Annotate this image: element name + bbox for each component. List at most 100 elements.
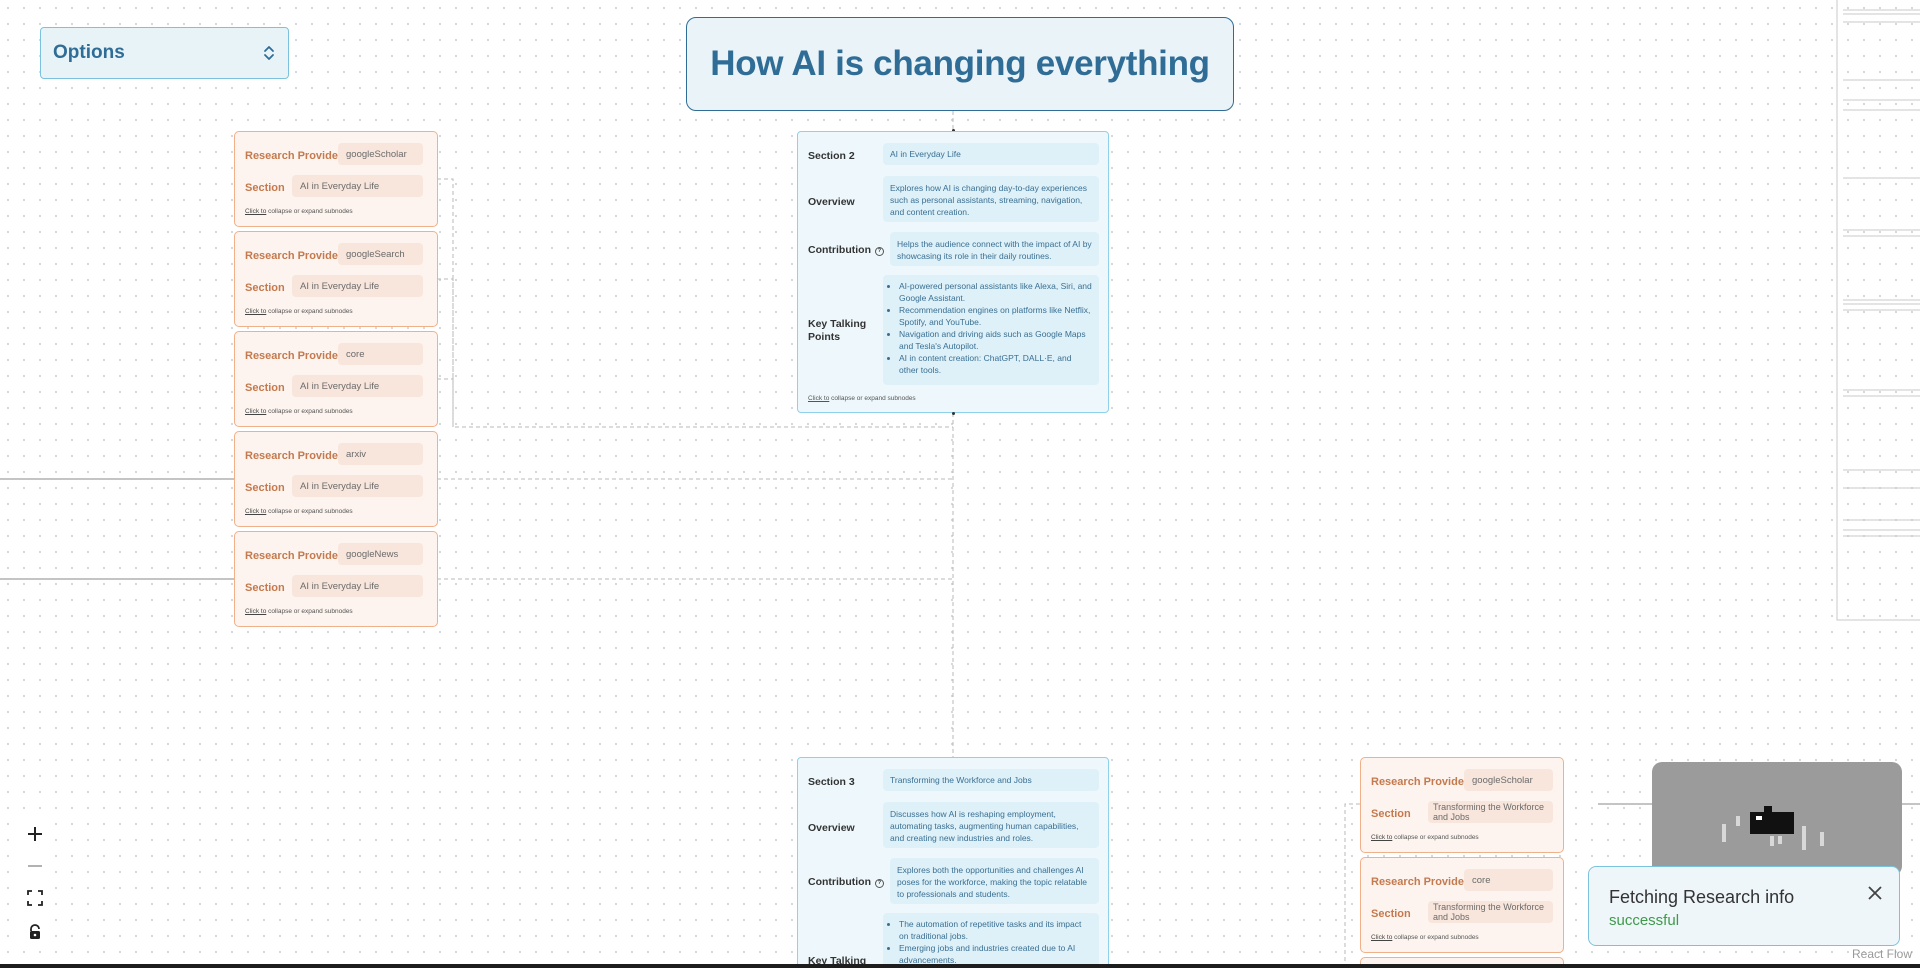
collapse-hint[interactable]: Click to collapse or expand subnodes — [245, 508, 353, 515]
key-point: Navigation and driving aids such as Goog… — [899, 328, 1092, 352]
plus-icon — [28, 827, 42, 841]
offscreen-nodes — [1836, 0, 1920, 621]
section-label: Section — [245, 382, 285, 394]
section-node-3[interactable]: Section 3 Transforming the Workforce and… — [797, 757, 1109, 964]
click-to-link[interactable]: Click to — [245, 508, 267, 515]
collapse-hint[interactable]: Click to collapse or expand subnodes — [245, 408, 353, 415]
key-points-label: Key Talking Points — [808, 318, 867, 343]
research-provider-node[interactable]: Research Provider googleScholar Section … — [1360, 757, 1564, 853]
contribution-text: Explores both the opportunities and chal… — [890, 858, 1099, 904]
section-label: Section — [1371, 908, 1411, 920]
fit-view-icon — [27, 890, 43, 906]
help-icon[interactable]: ? — [874, 879, 884, 888]
toast-title: Fetching Research info — [1609, 887, 1795, 907]
zoom-out-button[interactable] — [20, 851, 50, 881]
toast-status: successful — [1609, 912, 1680, 929]
section-number: Section 3 — [808, 776, 855, 788]
section-value: AI in Everyday Life — [292, 575, 423, 597]
help-icon[interactable]: ? — [874, 247, 884, 256]
chevron-updown-icon — [264, 46, 274, 60]
click-to-link[interactable]: Click to — [245, 408, 267, 415]
minus-icon — [28, 865, 42, 867]
notification-toast: Fetching Research info successful — [1588, 866, 1900, 946]
key-point: AI-powered personal assistants like Alex… — [899, 280, 1092, 304]
handle — [952, 412, 955, 415]
collapse-hint[interactable]: Click to collapse or expand subnodes — [808, 395, 916, 402]
section-label: Section — [245, 582, 285, 594]
section-node-2[interactable]: Section 2 AI in Everyday Life Overview E… — [797, 131, 1109, 413]
research-provider-node[interactable]: Research Provider core Section Transform… — [1360, 857, 1564, 953]
section-name: AI in Everyday Life — [883, 143, 1099, 165]
collapse-hint[interactable]: Click to collapse or expand subnodes — [245, 308, 353, 315]
click-to-link[interactable]: Click to — [245, 208, 267, 215]
click-to-link[interactable]: Click to — [1371, 934, 1393, 941]
research-provider-node[interactable] — [1360, 957, 1564, 964]
key-point: Emerging jobs and industries created due… — [899, 942, 1092, 964]
edge-s3-provider1 — [1344, 803, 1360, 964]
provider-value: googleScholar — [338, 143, 423, 165]
research-provider-node[interactable]: Research Provider arxiv Section AI in Ev… — [234, 431, 438, 527]
section-number: Section 2 — [808, 150, 855, 162]
options-select[interactable]: Options — [40, 27, 289, 79]
click-to-link[interactable]: Click to — [808, 395, 830, 402]
click-to-link[interactable]: Click to — [245, 308, 267, 315]
contribution-text: Helps the audience connect with the impa… — [890, 232, 1099, 266]
provider-label: Research Provider — [1371, 876, 1469, 888]
options-label: Options — [53, 42, 125, 63]
provider-label: Research Provider — [1371, 776, 1469, 788]
lock-button[interactable] — [20, 917, 50, 947]
contribution-label: Contribution? — [808, 244, 884, 256]
edge-provider2 — [437, 278, 454, 427]
click-to-link[interactable]: Click to — [245, 608, 267, 615]
minimap[interactable] — [1652, 762, 1902, 876]
key-point: Recommendation engines on platforms like… — [899, 304, 1092, 328]
key-points-label: Key Talking — [808, 955, 867, 964]
provider-label: Research Provider — [245, 350, 343, 362]
collapse-hint[interactable]: Click to collapse or expand subnodes — [245, 608, 353, 615]
contribution-label: Contribution? — [808, 876, 884, 888]
section-label: Section — [245, 282, 285, 294]
research-provider-node[interactable]: Research Provider googleNews Section AI … — [234, 531, 438, 627]
section-value: AI in Everyday Life — [292, 275, 423, 297]
section-value: AI in Everyday Life — [292, 375, 423, 397]
section-value: Transforming the Workforce and Jobs — [1428, 901, 1553, 923]
provider-value: googleScholar — [1464, 769, 1553, 791]
provider-value: googleNews — [338, 543, 423, 565]
key-points-list: AI-powered personal assistants like Alex… — [883, 275, 1099, 385]
minimap-view — [1722, 806, 1824, 850]
click-to-link[interactable]: Click to — [1371, 834, 1393, 841]
section-label: Section — [245, 482, 285, 494]
overview-text: Explores how AI is changing day-to-day e… — [883, 176, 1099, 222]
zoom-in-button[interactable] — [20, 819, 50, 849]
key-point: AI in content creation: ChatGPT, DALL·E,… — [899, 352, 1092, 376]
bottom-border — [0, 964, 1920, 968]
collapse-hint[interactable]: Click to collapse or expand subnodes — [1371, 834, 1479, 841]
provider-label: Research Provider — [245, 250, 343, 262]
section-label: Section — [1371, 808, 1411, 820]
research-provider-node[interactable]: Research Provider core Section AI in Eve… — [234, 331, 438, 427]
provider-label: Research Provider — [245, 450, 343, 462]
research-provider-node[interactable]: Research Provider googleScholar Section … — [234, 131, 438, 227]
provider-value: core — [338, 343, 423, 365]
edge-provider3 — [437, 378, 454, 427]
react-flow-attribution[interactable]: React Flow — [1852, 947, 1913, 961]
key-points-list: The automation of repetitive tasks and i… — [883, 913, 1099, 964]
title-node[interactable]: How AI is changing everything — [686, 17, 1234, 111]
close-icon[interactable] — [1867, 885, 1883, 901]
overview-text: Discusses how AI is reshaping employment… — [883, 802, 1099, 848]
section-value: AI in Everyday Life — [292, 475, 423, 497]
research-provider-node[interactable]: Research Provider googleSearch Section A… — [234, 231, 438, 327]
handle — [952, 129, 955, 132]
provider-value: core — [1464, 869, 1553, 891]
fit-view-button[interactable] — [20, 883, 50, 913]
overview-label: Overview — [808, 822, 855, 834]
collapse-hint[interactable]: Click to collapse or expand subnodes — [1371, 934, 1479, 941]
section-label: Section — [245, 182, 285, 194]
section-name: Transforming the Workforce and Jobs — [883, 769, 1099, 791]
page-title: How AI is changing everything — [710, 44, 1210, 83]
collapse-hint[interactable]: Click to collapse or expand subnodes — [245, 208, 353, 215]
provider-value: arxiv — [338, 443, 423, 465]
provider-label: Research Provider — [245, 150, 343, 162]
